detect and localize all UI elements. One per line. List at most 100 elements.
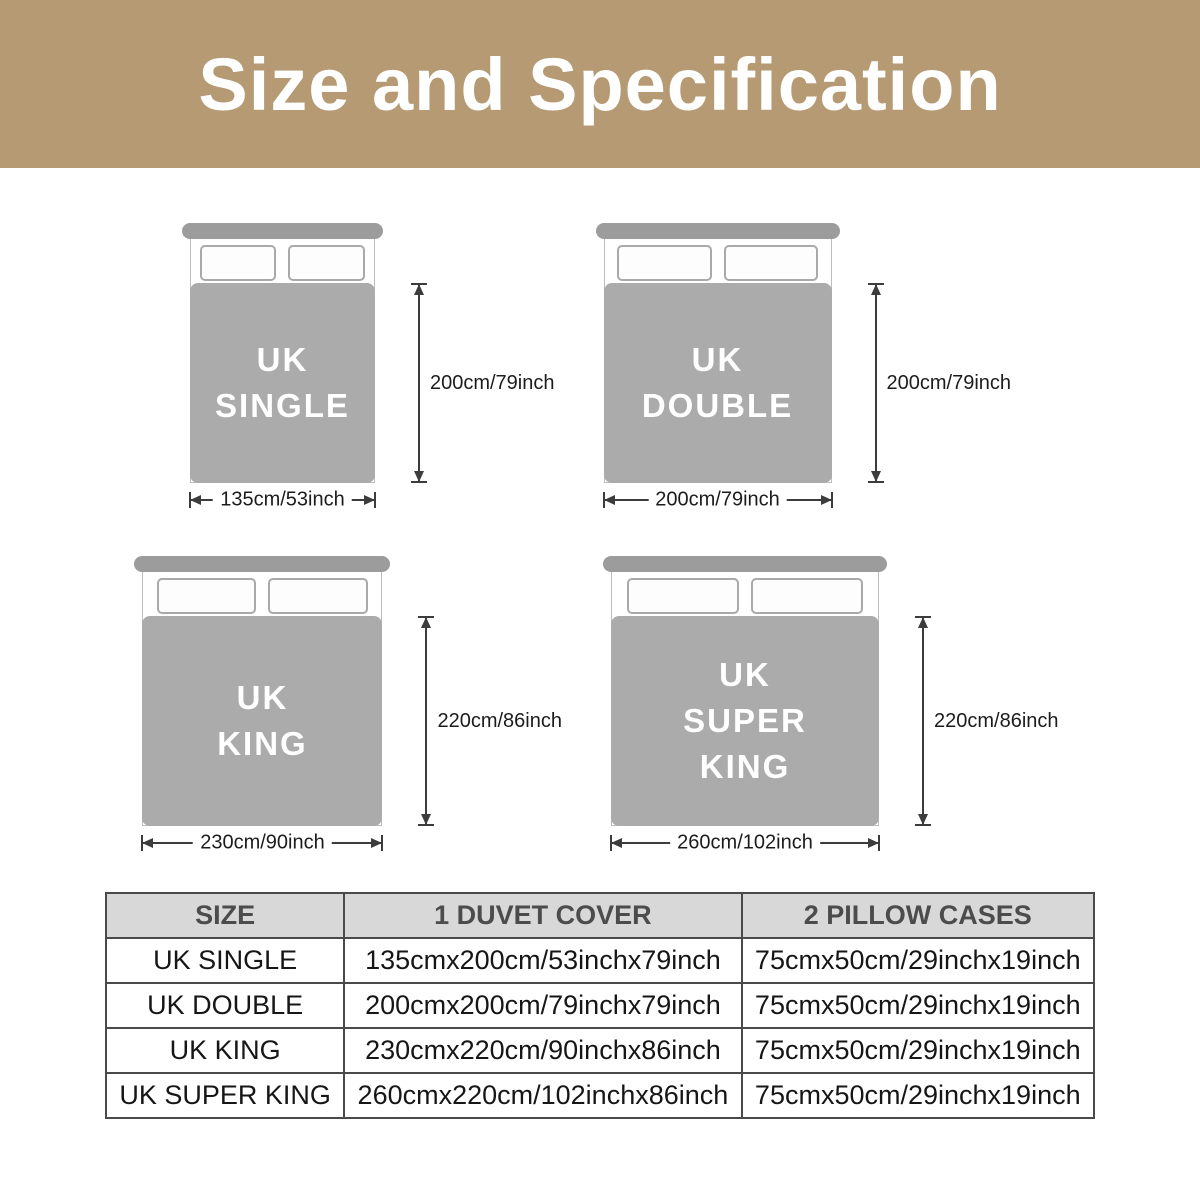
pillow-row — [605, 237, 831, 281]
table-row-uk-king: UK KING 230cmx220cm/90inchx86inch 75cmx5… — [105, 1027, 1095, 1074]
width-dimension-label: 135cm/53inch — [213, 488, 352, 512]
cell-duvet-cover: 200cmx200cm/79inchx79inch — [342, 982, 743, 1029]
bed: UK KING — [134, 556, 391, 826]
arrow-down-icon — [870, 471, 881, 482]
pillow — [751, 578, 863, 614]
duvet: UK SUPER KING — [611, 616, 879, 826]
bed-size-label: SINGLE — [215, 387, 350, 424]
col-header-pillow-cases: 2 PILLOW CASES — [740, 892, 1095, 939]
width-dimension-label: 260cm/102inch — [670, 831, 820, 855]
bed-size-label: SUPER — [683, 701, 807, 739]
duvet: UK DOUBLE — [603, 283, 832, 483]
pillow — [199, 245, 277, 281]
width-dimension: 230cm/90inch — [141, 831, 384, 855]
pillow-row — [191, 237, 374, 281]
arrow-left-icon — [603, 495, 615, 505]
col-header-size: SIZE — [105, 892, 345, 939]
mattress: UK DOUBLE — [603, 237, 832, 483]
bed-drawing: UK DOUBLE 200cm/79inch — [595, 223, 840, 512]
mattress: UK SINGLE — [189, 237, 375, 483]
arrow-right-icon — [820, 495, 832, 505]
bed-size-label: UK — [256, 340, 309, 378]
page: Size and Specification UK — [0, 0, 1200, 1119]
cell-duvet-cover: 260cmx220cm/102inchx86inch — [342, 1072, 743, 1119]
cell-size: UK KING — [105, 1027, 345, 1074]
bed-size-label: DOUBLE — [641, 387, 794, 424]
height-dimension-label: 200cm/79inch — [429, 371, 555, 394]
col-header-duvet-cover: 1 DUVET COVER — [342, 892, 743, 939]
arrow-up-icon — [421, 617, 432, 628]
height-dimension-line — [410, 283, 427, 483]
headboard — [134, 556, 391, 572]
height-dimension-label: 200cm/79inch — [886, 371, 1012, 394]
pillow-row — [612, 570, 878, 614]
bed-size-label: UK — [691, 340, 744, 378]
headboard — [595, 223, 840, 239]
arrow-right-icon — [868, 838, 879, 848]
arrow-left-icon — [611, 838, 622, 848]
bed-drawing: UK KING 230cm/90inch — [134, 556, 391, 855]
height-dimension: 200cm/79inch — [867, 283, 1012, 483]
headboard — [603, 556, 887, 572]
width-dimension: 260cm/102inch — [610, 831, 880, 855]
bed-diagram-uk-king: UK KING 230cm/90inch 220cm/86inch — [134, 556, 562, 855]
beds-section: UK SINGLE 135cm/53inch 200cm/79inch — [0, 168, 1200, 855]
bed-size-label: KING — [217, 725, 308, 762]
mattress: UK KING — [142, 570, 383, 826]
height-dimension: 220cm/86inch — [418, 616, 562, 826]
dimension-cap — [418, 824, 435, 826]
height-dimension-line — [867, 283, 884, 483]
duvet: UK SINGLE — [189, 283, 375, 483]
dimension-cap — [867, 481, 884, 483]
pillow — [156, 578, 257, 614]
page-title: Size and Specification — [198, 42, 1002, 126]
arrow-down-icon — [918, 814, 928, 825]
height-dimension: 200cm/79inch — [410, 283, 555, 483]
bed-drawing: UK SUPER KING 260cm/102inch — [603, 556, 887, 855]
table-header-row: SIZE 1 DUVET COVER 2 PILLOW CASES — [105, 892, 1095, 939]
pillow — [288, 245, 366, 281]
mattress: UK SUPER KING — [611, 570, 879, 826]
beds-row-bottom: UK KING 230cm/90inch 220cm/86inch — [0, 556, 1200, 855]
bed: UK DOUBLE — [595, 223, 840, 483]
dimension-cap — [878, 835, 880, 851]
cell-size: UK SUPER KING — [105, 1072, 345, 1119]
beds-row-top: UK SINGLE 135cm/53inch 200cm/79inch — [0, 223, 1200, 512]
cell-duvet-cover: 230cmx220cm/90inchx86inch — [342, 1027, 743, 1074]
table-row-uk-double: UK DOUBLE 200cmx200cm/79inchx79inch 75cm… — [105, 982, 1095, 1029]
spec-table: SIZE 1 DUVET COVER 2 PILLOW CASES UK SIN… — [105, 892, 1095, 1119]
bed-diagram-uk-single: UK SINGLE 135cm/53inch 200cm/79inch — [181, 223, 555, 512]
pillow — [616, 245, 712, 281]
bed-size-label: UK — [236, 678, 289, 716]
arrow-down-icon — [413, 471, 424, 482]
pillow — [627, 578, 739, 614]
arrow-down-icon — [421, 814, 432, 825]
table-row-uk-super-king: UK SUPER KING 260cmx220cm/102inchx86inch… — [105, 1072, 1095, 1119]
bed-diagram-uk-double: UK DOUBLE 200cm/79inch 200cm/79inch — [595, 223, 1012, 512]
cell-pillow-cases: 75cmx50cm/29inchx19inch — [740, 1027, 1095, 1074]
height-dimension-line — [418, 616, 435, 826]
dimension-cap — [410, 481, 427, 483]
pillow — [268, 578, 369, 614]
dimension-cap — [381, 835, 384, 851]
headboard — [181, 223, 383, 239]
dimension-cap — [830, 492, 833, 508]
cell-pillow-cases: 75cmx50cm/29inchx19inch — [740, 1072, 1095, 1119]
bed-diagram-uk-super-king: UK SUPER KING 260cm/102inch — [603, 556, 1059, 855]
dimension-cap — [915, 824, 931, 826]
width-dimension: 200cm/79inch — [602, 488, 833, 512]
height-dimension-line — [915, 616, 931, 826]
cell-pillow-cases: 75cmx50cm/29inchx19inch — [740, 982, 1095, 1029]
duvet: UK KING — [142, 616, 383, 826]
arrow-up-icon — [918, 617, 928, 628]
arrow-right-icon — [363, 495, 375, 505]
width-dimension-label: 230cm/90inch — [193, 831, 332, 855]
bed: UK SINGLE — [181, 223, 383, 483]
cell-duvet-cover: 135cmx200cm/53inchx79inch — [342, 937, 743, 984]
height-dimension-label: 220cm/86inch — [934, 709, 1059, 732]
arrow-up-icon — [870, 284, 881, 295]
pillow-row — [143, 570, 381, 614]
bed-size-label: UK — [719, 655, 771, 693]
cell-size: UK SINGLE — [105, 937, 345, 984]
table-row-uk-single: UK SINGLE 135cmx200cm/53inchx79inch 75cm… — [105, 937, 1095, 984]
